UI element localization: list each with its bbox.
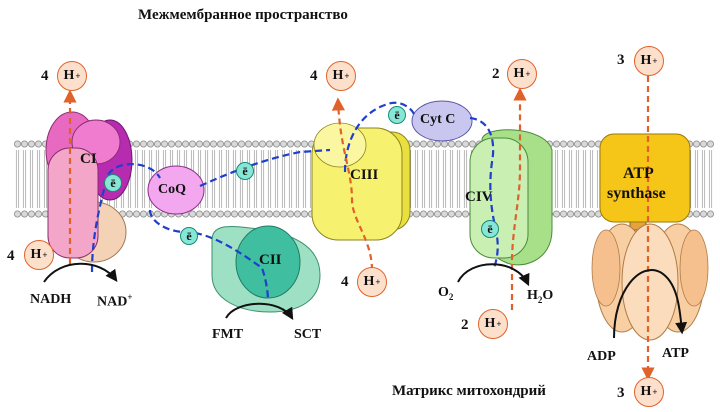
complex-4-label: CIV bbox=[465, 189, 493, 205]
reaction-arrows bbox=[43, 262, 688, 339]
complex-2-label: CII bbox=[259, 252, 282, 268]
fmt-label: FMT bbox=[212, 327, 244, 342]
complex-1-label: CI bbox=[80, 151, 97, 167]
nadh-label: NADH bbox=[30, 292, 72, 307]
coef-c4-bottom: 2 bbox=[461, 317, 469, 333]
proton-c1-top: H+ bbox=[57, 61, 87, 91]
matrix-label: Матрикс митохондрий bbox=[392, 383, 546, 399]
sct-label: SCT bbox=[294, 327, 322, 342]
coef-atp-bottom: 3 bbox=[617, 385, 625, 401]
coef-c3-top: 4 bbox=[310, 68, 318, 84]
electron-c1: ē bbox=[104, 174, 122, 192]
h2o-label: H2O bbox=[527, 288, 554, 305]
atp-synthase-shape bbox=[591, 133, 709, 341]
coef-c1-bottom: 4 bbox=[7, 248, 15, 264]
o2-label: O2 bbox=[438, 285, 454, 302]
electron-c4: ē bbox=[481, 220, 499, 238]
proton-atp-top: H+ bbox=[634, 46, 664, 76]
electron-c3-cytc: ē bbox=[388, 106, 406, 124]
coq-label: CoQ bbox=[158, 182, 186, 197]
complex-3-shape bbox=[311, 122, 411, 241]
cytc-shape bbox=[411, 100, 473, 142]
coef-c1-top: 4 bbox=[41, 68, 49, 84]
coef-c4-top: 2 bbox=[492, 66, 500, 82]
proton-arrows bbox=[63, 76, 655, 381]
proton-c1-bottom: H+ bbox=[24, 240, 54, 270]
complex-2-shape bbox=[211, 225, 321, 313]
coq-shape bbox=[147, 165, 205, 215]
atp-synthase-label-1: ATP bbox=[623, 165, 654, 182]
electron-coq-c3: ē bbox=[236, 162, 254, 180]
nad-label: NAD+ bbox=[97, 292, 133, 310]
coef-atp-top: 3 bbox=[617, 52, 625, 68]
proton-c4-bottom: H+ bbox=[478, 309, 508, 339]
proton-c3-bottom: H+ bbox=[357, 267, 387, 297]
atp-label: ATP bbox=[662, 346, 689, 361]
intermembrane-label: Межмембранное пространство bbox=[138, 7, 348, 23]
proton-c3-top: H+ bbox=[326, 61, 356, 91]
proton-c4-top: H+ bbox=[507, 59, 537, 89]
atp-synthase-label-2: synthase bbox=[607, 185, 666, 202]
cytc-label: Cyt C bbox=[420, 112, 456, 127]
proton-atp-bottom: H+ bbox=[634, 377, 664, 407]
adp-label: ADP bbox=[587, 349, 616, 364]
coef-c3-bottom: 4 bbox=[341, 274, 349, 290]
complex-1-shape bbox=[45, 111, 133, 263]
electron-cii: ē bbox=[180, 227, 198, 245]
complex-3-label: CIII bbox=[350, 167, 379, 183]
